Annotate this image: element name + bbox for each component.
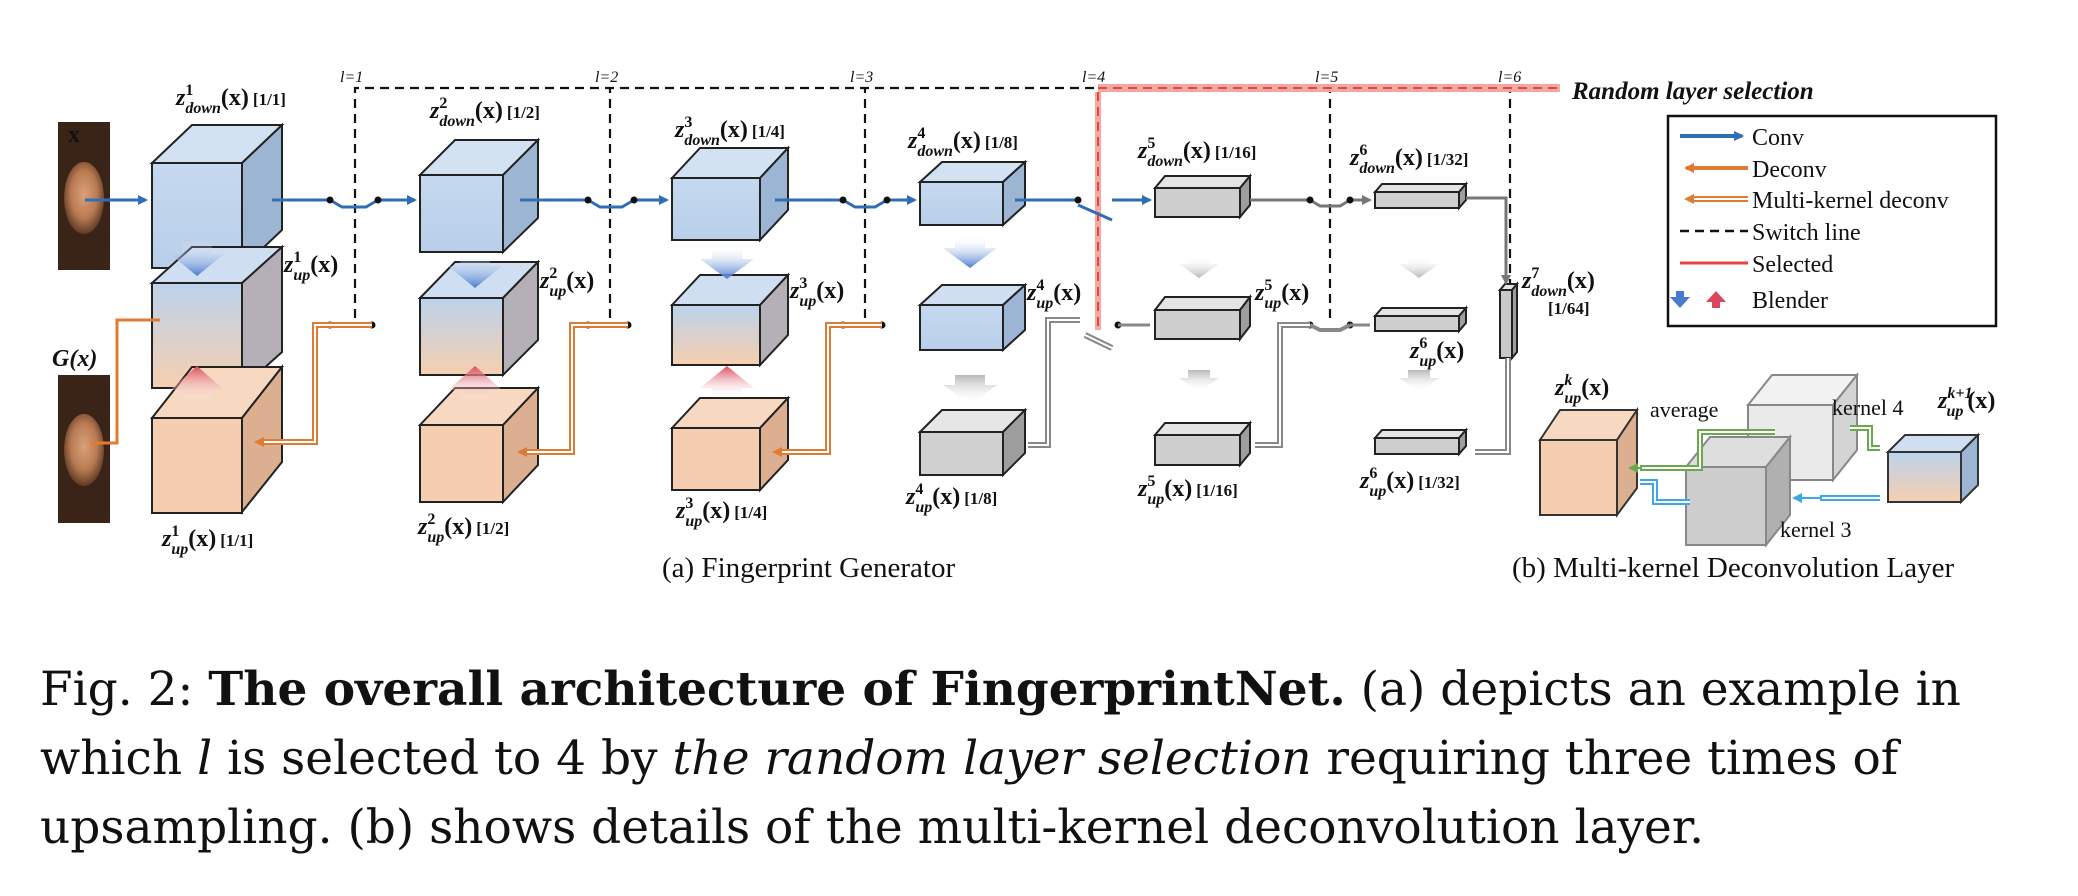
- z-down-scale-7: [1/64]: [1548, 299, 1590, 318]
- cube-hat-up-5: [1152, 294, 1253, 342]
- level-label: l=4: [1082, 69, 1105, 86]
- cube-hat-up-4: [917, 282, 1028, 353]
- multi-kernel-deconv-path: [90, 318, 882, 457]
- legend-label: Deconv: [1752, 157, 1827, 183]
- level-label: l=2: [595, 69, 618, 86]
- cube-up-4: [917, 407, 1028, 478]
- cube-hat-up-6: [1372, 305, 1469, 334]
- fingerprintnet-diagram: l=1 l=2 l=3 l=4 l=5 l=6 Random layer sel…: [52, 69, 1998, 584]
- cube-down-5: [1152, 173, 1253, 220]
- cube-kernel3-output: [1683, 434, 1793, 548]
- cube-down-6: [1372, 181, 1469, 211]
- random-layer-label: Random layer selection: [1571, 78, 1814, 105]
- legend-label: Blender: [1752, 288, 1828, 314]
- level-label: l=1: [340, 69, 363, 86]
- average-label: average: [1650, 397, 1718, 422]
- caption-italic: the random layer selection: [672, 731, 1312, 786]
- legend-label: Switch line: [1752, 220, 1861, 246]
- caption-l-symbol: l: [197, 731, 213, 786]
- legend-label: Selected: [1752, 252, 1833, 278]
- level-labels: l=1 l=2 l=3 l=4 l=5 l=6: [340, 69, 1521, 86]
- input-face-image: [58, 122, 110, 270]
- level-label: l=6: [1498, 69, 1521, 86]
- input-label: x: [68, 122, 80, 148]
- caption-title: The overall architecture of FingerprintN…: [208, 662, 1346, 717]
- figure-caption: Fig. 2: The overall architecture of Fing…: [40, 655, 2050, 862]
- cube-down-3: [669, 145, 791, 243]
- cube-up-6: [1372, 427, 1469, 457]
- kernel4-label: kernel 4: [1832, 395, 1903, 420]
- caption-part1: (a) depicts an example in which: [40, 662, 1961, 786]
- subcaption-b: (b) Multi-kernel Deconvolution Layer: [1512, 552, 1954, 584]
- conv-path: [85, 195, 1152, 222]
- cube-up-1: [149, 364, 285, 515]
- cube-down-2: [417, 137, 541, 255]
- blender-arrows: [170, 236, 1439, 405]
- level-label: l=5: [1315, 69, 1338, 86]
- level-label: l=3: [850, 69, 873, 86]
- cube-up-5: [1152, 420, 1253, 468]
- kernel3-avg-arrow: [1640, 479, 1690, 505]
- caption-part2: is selected to 4 by: [212, 731, 673, 786]
- deconv-path-inactive: [1028, 317, 1511, 455]
- output-label: G(x): [52, 346, 97, 372]
- legend-label: Conv: [1752, 125, 1804, 151]
- kernel3-label: kernel 3: [1780, 517, 1851, 542]
- cube-zk: [1538, 406, 1639, 519]
- selected-line: [1095, 84, 1560, 330]
- cube-up-2: [417, 385, 541, 505]
- subcaption-a: (a) Fingerprint Generator: [662, 552, 955, 584]
- output-face-image: [58, 375, 110, 523]
- caption-part3: requiring three times of upsampling. (b)…: [40, 731, 1899, 855]
- legend-label: Multi-kernel deconv: [1752, 188, 1949, 214]
- cube-zk1: [1885, 432, 1981, 505]
- cube-up-3: [669, 395, 791, 493]
- legend: Conv Deconv Multi-kernel deconv Switch l…: [1666, 114, 1998, 328]
- cube-down-7: [1497, 281, 1520, 361]
- cube-down-4: [917, 159, 1028, 228]
- cube-hat-up-3: [669, 272, 791, 368]
- conv-path-inactive: [1250, 195, 1511, 285]
- caption-prefix: Fig. 2:: [40, 662, 209, 717]
